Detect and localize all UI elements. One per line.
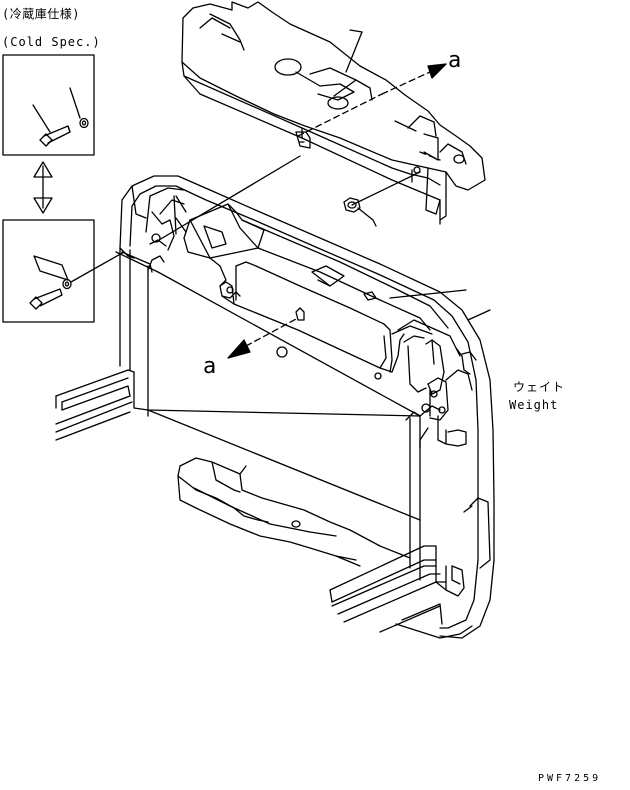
weight-leader xyxy=(467,309,491,321)
drawing-ref-code: PWF7259 xyxy=(538,773,602,784)
view-arrow-label-mid: a xyxy=(203,354,217,379)
cold-spec-label-en: (Cold Spec.) xyxy=(2,35,101,49)
double-arrow xyxy=(33,161,53,214)
cold-spec-label-jp: (冷蔵庫仕様) xyxy=(2,7,80,21)
inset-standard-box xyxy=(2,219,125,323)
inset-cold-spec-box xyxy=(2,54,95,156)
nut xyxy=(343,171,421,227)
view-arrow-top xyxy=(297,63,447,161)
view-arrow-mid xyxy=(227,317,299,359)
frame-weight xyxy=(55,175,495,639)
view-arrow-label-top: a xyxy=(448,48,462,73)
upper-cover xyxy=(181,1,486,225)
weight-label-jp: ウェイト xyxy=(513,380,566,394)
inner-cover xyxy=(147,195,477,380)
weight-label-en: Weight xyxy=(509,398,559,412)
